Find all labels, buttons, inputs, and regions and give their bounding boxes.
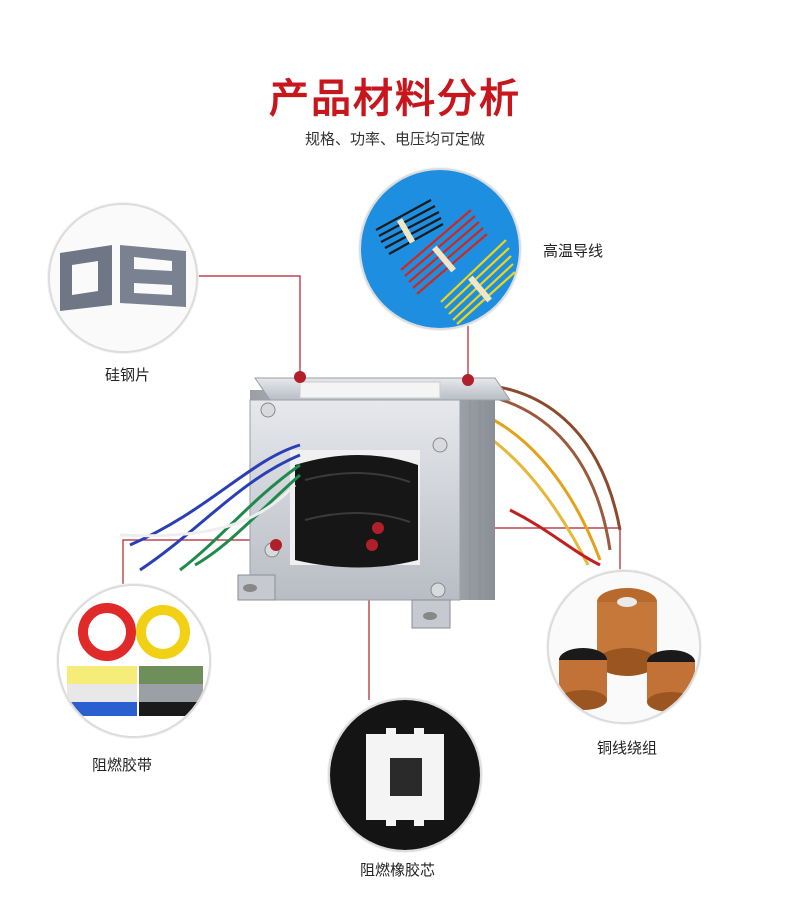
- silicon-steel-circle: [48, 203, 198, 353]
- page-subtitle: 规格、功率、电压均可定做: [304, 130, 485, 148]
- silicon-steel-icon: [50, 205, 196, 351]
- high-temp-wire-icon: [361, 170, 519, 328]
- flame-tape-icon: [59, 586, 209, 736]
- copper-winding-circle: [547, 570, 701, 724]
- copper-winding-icon: [549, 572, 699, 722]
- transformer-image: [119, 377, 622, 629]
- high-temp-wire-circle: [359, 168, 521, 330]
- flame-bobbin-icon: [330, 700, 480, 850]
- flame-tape-label: 阻燃胶带: [92, 756, 153, 774]
- copper-winding-label: 铜线绕组: [597, 739, 658, 757]
- flame-bobbin-label: 阻燃橡胶芯: [360, 861, 436, 879]
- flame-bobbin-circle: [328, 698, 482, 852]
- flame-tape-circle: [57, 584, 211, 738]
- high-temp-wire-label: 高温导线: [543, 242, 604, 260]
- silicon-steel-label: 硅钢片: [105, 366, 151, 384]
- page-title: 产品材料分析: [269, 76, 521, 122]
